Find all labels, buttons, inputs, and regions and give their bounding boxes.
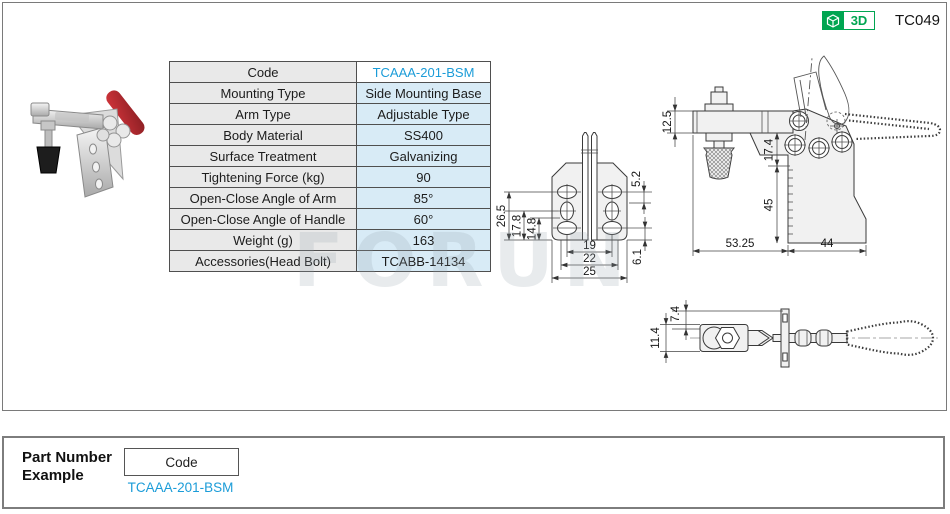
- spec-row: Arm Type Adjustable Type: [169, 103, 491, 125]
- spec-row: Body Material SS400: [169, 124, 491, 146]
- clamp-spindle: [30, 102, 61, 174]
- technical-drawings: 26.5 17.8 14.8 5.2 6.1 19 22 25: [496, 55, 942, 368]
- dim-25: 25: [583, 266, 596, 278]
- spec-label: Arm Type: [169, 103, 357, 125]
- spec-label: Open-Close Angle of Arm: [169, 187, 357, 209]
- spec-value: Galvanizing: [356, 145, 491, 167]
- spec-value: Adjustable Type: [356, 103, 491, 125]
- spec-label: Tightening Force (kg): [169, 166, 357, 188]
- dim-7-4: 7.4: [670, 305, 682, 322]
- spec-label: Mounting Type: [169, 82, 357, 104]
- spec-row: Open-Close Angle of Arm 85°: [169, 187, 491, 209]
- spec-label: Body Material: [169, 124, 357, 146]
- spec-value: SS400: [356, 124, 491, 146]
- dim-12-5: 12.5: [662, 111, 674, 133]
- part-number-example-box: Part Number Example Code TCAAA-201-BSM: [2, 436, 945, 509]
- product-photo: [30, 90, 145, 198]
- spec-row: Surface Treatment Galvanizing: [169, 145, 491, 167]
- dim-45: 45: [764, 199, 776, 212]
- dim-11-4: 11.4: [650, 327, 662, 349]
- dim-5-2: 5.2: [631, 171, 643, 187]
- dim-26-5: 26.5: [496, 205, 508, 227]
- dim-17-4: 17.4: [764, 138, 776, 161]
- cube-3d-icon: [822, 11, 843, 30]
- part-series-code: TC049: [895, 12, 941, 29]
- spec-table: Code TCAAA-201-BSM Mounting Type Side Mo…: [169, 61, 491, 272]
- spec-row: Accessories(Head Bolt) TCABB-14134: [169, 250, 491, 272]
- dim-53-25: 53.25: [726, 238, 755, 250]
- dim-44: 44: [821, 238, 834, 250]
- spec-label: Open-Close Angle of Handle: [169, 208, 357, 230]
- spec-label: Code: [169, 61, 357, 83]
- dim-19: 19: [583, 240, 596, 252]
- part-number-example-title: Part Number Example: [22, 449, 113, 484]
- spec-value: Side Mounting Base: [356, 82, 491, 104]
- part-number-code-value: TCAAA-201-BSM: [127, 480, 234, 495]
- spec-row: Weight (g) 163: [169, 229, 491, 251]
- view-3d-badge[interactable]: 3D: [822, 11, 875, 30]
- spec-label: Accessories(Head Bolt): [169, 250, 357, 272]
- handle-phantom-horizontal: [844, 112, 942, 141]
- dim-22: 22: [583, 253, 596, 265]
- rivets: [784, 111, 853, 159]
- dim-14-8: 14.8: [527, 218, 539, 240]
- part-number-code-label: Code: [124, 448, 239, 476]
- side-view-drawing: 12.5 17.4 45 53.25 44: [662, 55, 942, 256]
- spec-row: Mounting Type Side Mounting Base: [169, 82, 491, 104]
- spec-value: TCABB-14134: [356, 250, 491, 272]
- dim-6-1: 6.1: [632, 249, 644, 265]
- rubber-tip: [36, 146, 61, 174]
- spec-value: 90: [356, 166, 491, 188]
- spec-value: 60°: [356, 208, 491, 230]
- plate-edge-ticks: [788, 169, 793, 235]
- clamp-handle: [106, 90, 145, 135]
- spec-row: Code TCAAA-201-BSM: [169, 61, 491, 83]
- upper-section-frame: [2, 2, 947, 411]
- spec-row: Open-Close Angle of Handle 60°: [169, 208, 491, 230]
- spec-label: Surface Treatment: [169, 145, 357, 167]
- front-view-drawing: 26.5 17.8 14.8 5.2 6.1 19 22 25: [496, 132, 652, 283]
- spec-value: 85°: [356, 187, 491, 209]
- top-view-drawing: 7.4 11.4: [650, 300, 938, 368]
- badge-3d-label: 3D: [843, 11, 875, 30]
- spec-value: 163: [356, 229, 491, 251]
- handle-phantom-up: [793, 55, 850, 141]
- dim-17-8: 17.8: [512, 215, 524, 237]
- spec-label: Weight (g): [169, 229, 357, 251]
- spec-value: TCAAA-201-BSM: [356, 61, 491, 83]
- spec-row: Tightening Force (kg) 90: [169, 166, 491, 188]
